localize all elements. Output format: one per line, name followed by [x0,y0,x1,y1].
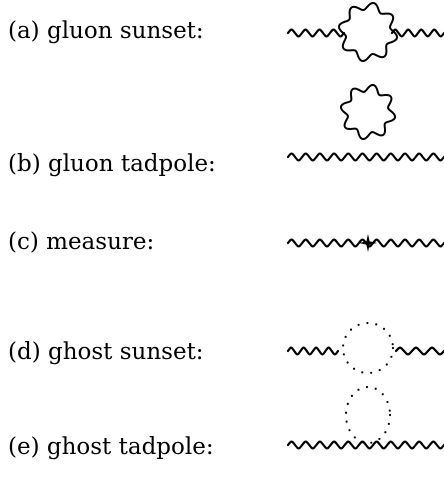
measure-diagram [286,234,444,252]
diagram-row-ghost-sunset: (d) ghost sunset: [0,300,444,380]
measure-vertex-icon [359,234,377,252]
gluon-line [286,440,444,450]
diagram-row-measure: (c) measure: [0,215,444,295]
gluon-tadpole-loop [339,83,397,141]
diagram-label-ghost-sunset: (d) ghost sunset: [8,339,204,365]
gluon-line-right [390,28,444,38]
diagram-label-gluon-tadpole: (b) gluon tadpole: [8,151,216,177]
ghost-sunset-diagram [286,321,444,375]
diagram-label-ghost-tadpole: (e) ghost tadpole: [8,434,214,460]
ghost-tadpole-loop [344,385,392,445]
gluon-line-left [286,28,346,38]
diagram-row-ghost-tadpole: (e) ghost tadpole: [0,385,444,465]
diagram-label-measure: (c) measure: [8,229,155,255]
gluon-loop [338,2,398,62]
ghost-loop [341,321,395,375]
gluon-sunset-diagram [286,2,444,62]
gluon-line [286,152,444,162]
gluon-line-right [394,346,444,356]
diagram-label-gluon-sunset: (a) gluon sunset: [8,18,204,44]
ghost-tadpole-diagram [286,385,444,450]
gluon-tadpole-diagram [286,83,444,162]
gluon-line-left [286,346,340,356]
diagram-row-gluon-tadpole: (b) gluon tadpole: [0,83,444,177]
diagram-row-gluon-sunset: (a) gluon sunset: [0,0,444,80]
